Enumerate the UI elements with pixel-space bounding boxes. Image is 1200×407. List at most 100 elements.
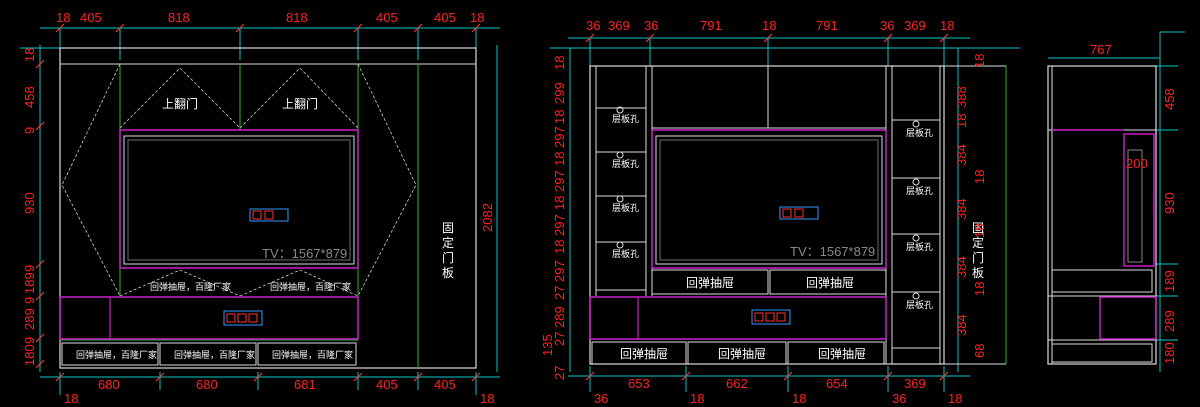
view1-drawer-note-2: 回弹抽屉，百隆厂家 xyxy=(270,281,351,293)
svg-text:36: 36 xyxy=(586,18,600,33)
view2-shelf-holes xyxy=(616,106,920,300)
svg-text:653: 653 xyxy=(628,376,650,391)
view3-side-section: 767 200 458 930 189 289 180 xyxy=(1047,31,1185,372)
svg-text:固: 固 xyxy=(972,221,984,235)
svg-text:定: 定 xyxy=(442,235,454,250)
view1-bottom-dimensions: 680 680 681 405 405 18 18 xyxy=(64,377,494,406)
svg-text:68: 68 xyxy=(972,344,987,358)
view1-tv-screen xyxy=(123,135,355,265)
view2-fixed-panel-label: 固 定 门 板 xyxy=(972,221,984,280)
view2-left-dimensions: 18 299 18 297 18 297 18 297 18 297 27 28… xyxy=(540,56,567,380)
svg-text:180: 180 xyxy=(22,344,37,366)
svg-text:135: 135 xyxy=(540,334,555,356)
svg-text:18: 18 xyxy=(690,391,704,406)
svg-text:384: 384 xyxy=(954,144,969,166)
view2-dimension-ticks xyxy=(585,33,949,381)
view2-tv-label: TV：1567*879 xyxy=(790,244,875,259)
svg-text:791: 791 xyxy=(816,18,838,33)
view3-inner-lines xyxy=(1048,66,1156,364)
view2-drawer-label-3: 回弹抽屉 xyxy=(620,347,668,361)
view1-flip-door-label-1: 上翻门 xyxy=(162,96,198,111)
view2-base-socket xyxy=(751,309,791,325)
svg-text:297: 297 xyxy=(552,214,567,236)
svg-text:门: 门 xyxy=(972,250,984,265)
svg-text:18: 18 xyxy=(22,48,37,62)
svg-text:18: 18 xyxy=(552,240,567,254)
svg-text:297: 297 xyxy=(552,260,567,282)
view1-tv-label: TV：1567*879 xyxy=(262,246,347,261)
view2-base-cabinet xyxy=(589,296,887,340)
view2-tv-screen-inner xyxy=(659,139,879,261)
svg-text:791: 791 xyxy=(700,18,722,33)
svg-text:458: 458 xyxy=(1162,88,1177,110)
svg-text:18: 18 xyxy=(940,18,954,33)
svg-text:662: 662 xyxy=(726,376,748,391)
svg-text:层板孔: 层板孔 xyxy=(612,158,639,170)
svg-text:板: 板 xyxy=(972,266,984,280)
svg-text:门: 门 xyxy=(442,250,454,265)
svg-text:27: 27 xyxy=(552,366,567,380)
view1-front-elevation: 上翻门 上翻门 TV：1567*879 回弹抽屉，百隆厂家 回弹抽屉，百隆厂家 … xyxy=(20,10,500,406)
view3-cabinet-outline xyxy=(1047,65,1157,365)
view1-fixed-panel-label: 固 定 门 板 xyxy=(442,221,454,280)
svg-text:297: 297 xyxy=(552,170,567,192)
svg-text:27: 27 xyxy=(552,286,567,300)
svg-text:18: 18 xyxy=(470,10,484,25)
view1-dimension-lines xyxy=(20,27,500,395)
svg-text:384: 384 xyxy=(954,256,969,278)
svg-text:405: 405 xyxy=(376,377,398,392)
svg-text:680: 680 xyxy=(196,377,218,392)
svg-text:369: 369 xyxy=(904,376,926,391)
svg-text:层板孔: 层板孔 xyxy=(906,127,933,139)
svg-text:固: 固 xyxy=(442,221,454,235)
view2-drawer-label-5: 回弹抽屉 xyxy=(818,347,866,361)
svg-text:9: 9 xyxy=(22,127,37,134)
svg-text:层板孔: 层板孔 xyxy=(906,185,933,197)
view1-dimension-ticks xyxy=(35,23,481,382)
view2-shelf-hole-labels: 层板孔 层板孔 层板孔 层板孔 层板孔 层板孔 层板孔 层板孔 xyxy=(612,113,933,311)
svg-text:18: 18 xyxy=(480,391,494,406)
svg-text:定: 定 xyxy=(972,235,984,250)
svg-text:层板孔: 层板孔 xyxy=(612,113,639,125)
svg-text:18: 18 xyxy=(972,170,987,184)
svg-text:层板孔: 层板孔 xyxy=(906,241,933,253)
svg-text:405: 405 xyxy=(434,10,456,25)
view1-tv-back-panel xyxy=(119,129,359,269)
svg-text:9: 9 xyxy=(22,265,37,272)
svg-text:405: 405 xyxy=(80,10,102,25)
view2-top-dimensions: 36 369 36 791 18 791 36 369 18 xyxy=(586,18,954,33)
view1-tv-socket xyxy=(249,208,289,222)
svg-text:289: 289 xyxy=(22,308,37,330)
view2-internal-elevation: 层板孔 层板孔 层板孔 层板孔 层板孔 层板孔 层板孔 层板孔 TV：1567*… xyxy=(540,18,1020,406)
svg-text:189: 189 xyxy=(1162,270,1177,292)
view2-drawer-label-2: 回弹抽屉 xyxy=(806,276,854,290)
svg-text:369: 369 xyxy=(904,18,926,33)
svg-text:18: 18 xyxy=(552,110,567,124)
svg-text:289: 289 xyxy=(1162,310,1177,332)
view1-flip-door-label-2: 上翻门 xyxy=(282,96,318,111)
svg-text:9: 9 xyxy=(22,297,37,304)
svg-text:18: 18 xyxy=(972,282,987,296)
svg-text:297: 297 xyxy=(552,126,567,148)
view3-top-dim: 767 xyxy=(1090,42,1112,57)
view3-right-dimensions: 458 930 189 289 180 xyxy=(1162,88,1177,364)
svg-text:18: 18 xyxy=(552,56,567,70)
view1-drawer-note-1: 回弹抽屉，百隆厂家 xyxy=(150,281,231,293)
svg-text:369: 369 xyxy=(608,18,630,33)
svg-text:18: 18 xyxy=(954,114,969,128)
view3-dimension-lines xyxy=(1048,31,1185,372)
svg-text:189: 189 xyxy=(22,272,37,294)
view3-inner-dim: 200 xyxy=(1126,156,1148,171)
svg-text:818: 818 xyxy=(168,10,190,25)
svg-text:36: 36 xyxy=(594,391,608,406)
svg-text:384: 384 xyxy=(954,314,969,336)
svg-text:9: 9 xyxy=(22,337,37,344)
view2-drawer-label-1: 回弹抽屉 xyxy=(686,276,734,290)
svg-text:层板孔: 层板孔 xyxy=(906,299,933,311)
svg-text:36: 36 xyxy=(644,18,658,33)
svg-text:27: 27 xyxy=(552,332,567,346)
svg-text:388: 388 xyxy=(954,86,969,108)
svg-text:18: 18 xyxy=(948,391,962,406)
view1-base-socket xyxy=(223,310,263,326)
